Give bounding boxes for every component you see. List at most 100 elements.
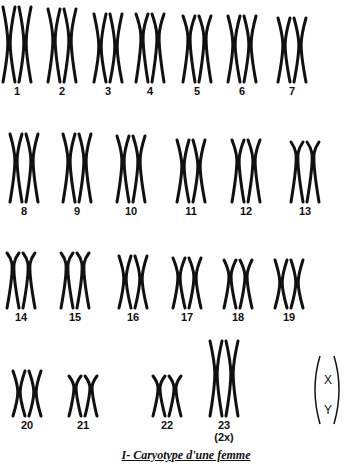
chromatid: [70, 134, 75, 202]
chromatid: [298, 142, 303, 202]
chromosome-number: 8: [21, 206, 27, 217]
chromatid: [136, 14, 141, 82]
chromatid: [133, 136, 138, 202]
chromatid: [210, 341, 215, 416]
chromatid: [189, 258, 194, 308]
chromatid: [160, 376, 165, 416]
chromatid: [255, 140, 260, 202]
chromatid: [244, 16, 249, 82]
chromosome-number: 5: [194, 86, 200, 97]
chromatid: [85, 376, 90, 416]
chromosome-number: 1: [14, 86, 20, 97]
chromatid: [3, 7, 8, 82]
chromatid: [298, 260, 303, 308]
chromatid: [176, 376, 181, 416]
chromatid: [285, 18, 290, 82]
chromosome-number: 20: [21, 420, 33, 431]
chromatid: [247, 260, 252, 308]
chromosome-number: 23: [218, 420, 230, 431]
chromatid: [307, 142, 312, 202]
chromatid: [20, 371, 25, 416]
chromosome-number: 17: [181, 312, 193, 323]
chromatid: [23, 253, 28, 308]
chromatid: [282, 260, 287, 308]
chromatid: [19, 7, 24, 82]
chromatid: [101, 14, 106, 82]
chromatid: [14, 253, 19, 308]
chromatid: [117, 14, 122, 82]
chromatid: [196, 258, 201, 308]
chromosome-number: 22: [161, 420, 173, 431]
chromatid: [239, 140, 244, 202]
chromosome-number: 21: [77, 420, 89, 431]
chromatid: [217, 341, 222, 416]
chromatid: [140, 136, 145, 202]
chromatid: [94, 14, 99, 82]
chromatid: [61, 253, 66, 308]
chromatid: [314, 142, 319, 202]
chromatid: [173, 258, 178, 308]
chromatid: [68, 253, 73, 308]
chromatid: [206, 16, 211, 82]
chromatid: [119, 256, 124, 308]
chromatid: [79, 134, 84, 202]
chromatid: [240, 260, 245, 308]
chromatid: [29, 371, 34, 416]
chromatid: [69, 376, 74, 416]
chromatid: [48, 9, 53, 82]
chromatid: [159, 14, 164, 82]
chromatid: [248, 140, 253, 202]
chromosome-number: 18: [232, 312, 244, 323]
chromatid: [226, 341, 231, 416]
chromatid: [251, 16, 256, 82]
chromosome-number: 16: [127, 312, 139, 323]
chromatid: [33, 134, 38, 202]
chromatid: [235, 16, 240, 82]
chromatid: [177, 140, 182, 202]
chromatid: [228, 16, 233, 82]
chromatid: [7, 253, 12, 308]
chromatid: [232, 140, 237, 202]
chromosome-number: 10: [125, 206, 137, 217]
chromatid: [152, 14, 157, 82]
chromosome-number: 12: [240, 206, 252, 217]
sex-chromosome-label: Y: [324, 404, 332, 416]
chromatid: [183, 16, 188, 82]
figure-caption: I- Caryotype d'une femme: [122, 448, 251, 463]
chromatid: [110, 14, 115, 82]
chromosome-number: 6: [239, 86, 245, 97]
chromatid: [10, 7, 15, 82]
chromatid: [291, 260, 296, 308]
chromatid: [86, 134, 91, 202]
chromosome-number: 4: [147, 86, 153, 97]
chromatid: [71, 9, 76, 82]
chromatid: [193, 140, 198, 202]
chromatid: [278, 18, 283, 82]
chromatid: [30, 253, 35, 308]
chromosome-number: (2x): [214, 432, 234, 443]
bracket: [334, 356, 339, 424]
chromosome-number: 19: [283, 312, 295, 323]
chromatid: [55, 9, 60, 82]
chromatid: [63, 134, 68, 202]
chromosome-number: 11: [185, 206, 197, 217]
chromatid: [26, 134, 31, 202]
chromatid: [190, 16, 195, 82]
chromatid: [13, 371, 18, 416]
chromatid: [275, 260, 280, 308]
chromatid: [36, 371, 41, 416]
chromatid: [301, 18, 306, 82]
chromatid: [76, 376, 81, 416]
bracket: [315, 356, 320, 424]
chromosome-number: 15: [69, 312, 81, 323]
chromatid: [126, 256, 131, 308]
chromatid: [84, 253, 89, 308]
sex-chromosome-label: X: [324, 374, 332, 386]
chromatid: [135, 256, 140, 308]
chromatid: [180, 258, 185, 308]
chromosome-number: 2: [59, 86, 65, 97]
chromatid: [199, 16, 204, 82]
chromatid: [291, 142, 296, 202]
chromatid: [294, 18, 299, 82]
